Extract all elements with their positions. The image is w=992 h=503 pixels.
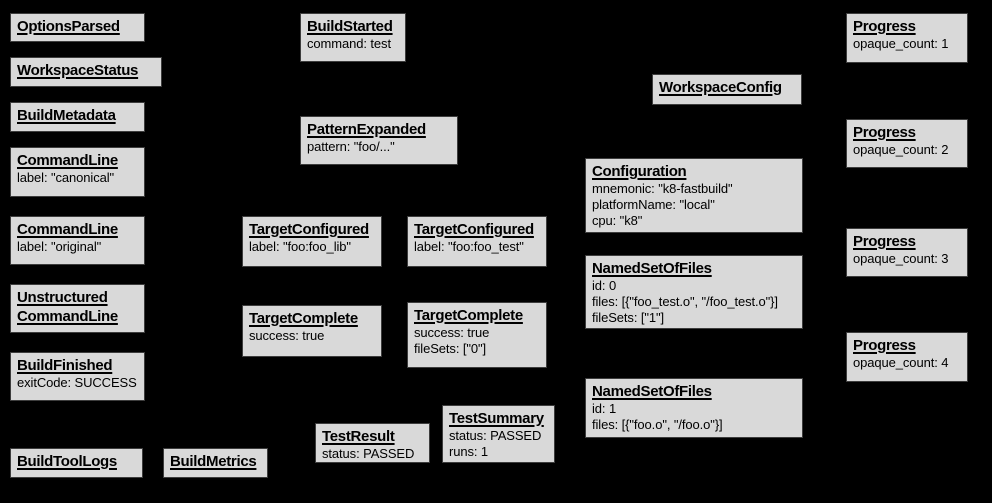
- node-title: CommandLine: [17, 221, 118, 238]
- node-title: PatternExpanded: [307, 121, 426, 138]
- node-command-line-canonical: CommandLine label: "canonical": [10, 147, 145, 197]
- node-title: BuildFinished: [17, 357, 113, 374]
- node-title: TargetComplete: [249, 310, 358, 327]
- node-title: BuildMetadata: [17, 107, 116, 124]
- node-attribute: runs: 1: [449, 444, 489, 459]
- node-title: Unstructured: [17, 289, 108, 306]
- node-attribute: platformName: "local": [592, 197, 715, 212]
- node-title: BuildStarted: [307, 18, 393, 35]
- node-attribute: label: "foo:foo_lib": [249, 239, 351, 254]
- node-test-summary: TestSummary status: PASSED runs: 1: [442, 405, 555, 463]
- node-title: Progress: [853, 337, 916, 354]
- node-workspace-status: WorkspaceStatus: [10, 57, 162, 87]
- node-named-set-of-files-1: NamedSetOfFiles id: 1 files: [{"foo.o", …: [585, 378, 803, 438]
- node-attribute: fileSets: ["1"]: [592, 310, 665, 325]
- node-attribute: success: true: [249, 328, 325, 343]
- node-attribute: cpu: "k8": [592, 213, 643, 228]
- node-title: OptionsParsed: [17, 18, 120, 35]
- node-build-metrics: BuildMetrics: [163, 448, 268, 478]
- node-attribute: success: true: [414, 325, 490, 340]
- node-title: WorkspaceStatus: [17, 62, 139, 79]
- node-attribute: opaque_count: 1: [853, 36, 949, 51]
- node-configuration: Configuration mnemonic: "k8-fastbuild" p…: [585, 158, 803, 233]
- node-title-line2: CommandLine: [17, 308, 118, 325]
- node-target-configured-foo-test: TargetConfigured label: "foo:foo_test": [407, 216, 547, 267]
- node-attribute: id: 0: [592, 278, 617, 293]
- node-attribute: label: "canonical": [17, 170, 115, 185]
- node-title: CommandLine: [17, 152, 118, 169]
- node-title: NamedSetOfFiles: [592, 260, 712, 277]
- node-unstructured-command-line: Unstructured CommandLine: [10, 284, 145, 333]
- node-progress-3: Progress opaque_count: 3: [846, 228, 968, 277]
- node-target-configured-foo-lib: TargetConfigured label: "foo:foo_lib": [242, 216, 382, 267]
- node-title: Configuration: [592, 163, 687, 180]
- node-attribute: files: [{"foo_test.o", "/foo_test.o"}]: [592, 294, 778, 309]
- node-attribute: label: "original": [17, 239, 102, 254]
- node-attribute: mnemonic: "k8-fastbuild": [592, 181, 733, 196]
- node-title: TargetComplete: [414, 307, 523, 324]
- node-title: NamedSetOfFiles: [592, 383, 712, 400]
- node-attribute: opaque_count: 3: [853, 251, 949, 266]
- node-attribute: status: PASSED: [449, 428, 542, 443]
- node-title: BuildToolLogs: [17, 453, 117, 470]
- node-title: BuildMetrics: [170, 453, 257, 470]
- node-attribute: pattern: "foo/...": [307, 139, 395, 154]
- node-workspace-config: WorkspaceConfig: [652, 74, 802, 105]
- node-attribute: command: test: [307, 36, 391, 51]
- node-title: Progress: [853, 18, 916, 35]
- node-progress-1: Progress opaque_count: 1: [846, 13, 968, 63]
- node-attribute: label: "foo:foo_test": [414, 239, 524, 254]
- node-attribute: opaque_count: 2: [853, 142, 949, 157]
- node-pattern-expanded: PatternExpanded pattern: "foo/...": [300, 116, 458, 165]
- node-attribute: fileSets: ["0"]: [414, 341, 487, 356]
- node-build-tool-logs: BuildToolLogs: [10, 448, 143, 478]
- node-title: TargetConfigured: [414, 221, 534, 238]
- node-attribute: opaque_count: 4: [853, 355, 949, 370]
- node-title: TestSummary: [449, 410, 544, 427]
- node-progress-2: Progress opaque_count: 2: [846, 119, 968, 168]
- node-named-set-of-files-0: NamedSetOfFiles id: 0 files: [{"foo_test…: [585, 255, 803, 329]
- node-attribute: id: 1: [592, 401, 617, 416]
- node-attribute: exitCode: SUCCESS: [17, 375, 137, 390]
- node-title: TargetConfigured: [249, 221, 369, 238]
- node-test-result: TestResult status: PASSED: [315, 423, 430, 463]
- node-build-metadata: BuildMetadata: [10, 102, 145, 132]
- node-target-complete-foo-lib: TargetComplete success: true: [242, 305, 382, 357]
- node-build-started: BuildStarted command: test: [300, 13, 406, 62]
- node-build-finished: BuildFinished exitCode: SUCCESS: [10, 352, 145, 401]
- node-title: Progress: [853, 124, 916, 141]
- node-command-line-original: CommandLine label: "original": [10, 216, 145, 265]
- node-title: TestResult: [322, 428, 395, 445]
- node-attribute: files: [{"foo.o", "/foo.o"}]: [592, 417, 723, 432]
- node-progress-4: Progress opaque_count: 4: [846, 332, 968, 382]
- node-target-complete-foo-test: TargetComplete success: true fileSets: […: [407, 302, 547, 368]
- node-options-parsed: OptionsParsed: [10, 13, 145, 42]
- node-attribute: status: PASSED: [322, 446, 415, 461]
- node-title: WorkspaceConfig: [659, 79, 782, 96]
- node-title: Progress: [853, 233, 916, 250]
